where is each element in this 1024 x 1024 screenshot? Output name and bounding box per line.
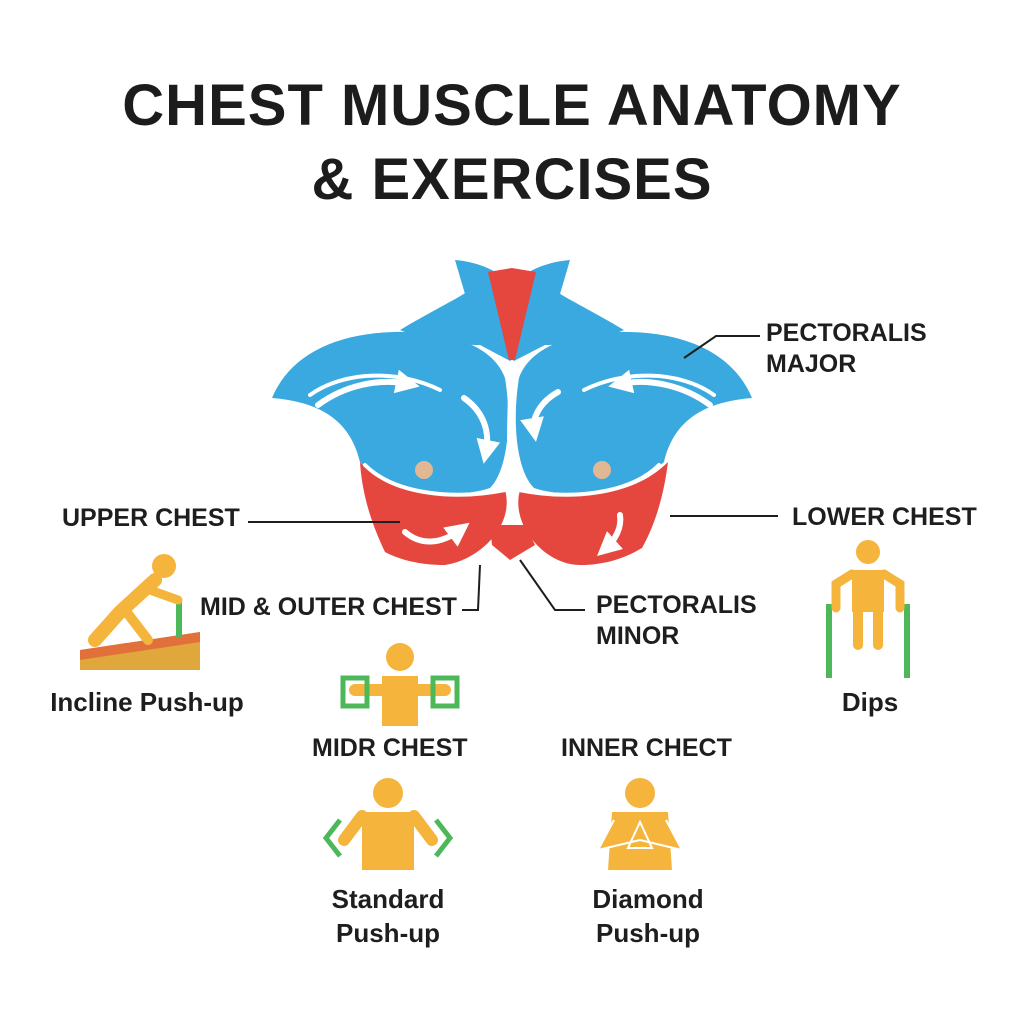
label-pectoralis-minor: PECTORALIS MINOR (596, 590, 757, 652)
diamond-pushup-icon (596, 778, 684, 870)
label-midr-chest: MIDR CHEST (312, 734, 468, 762)
incline-pushup-icon (80, 554, 200, 670)
label-pectoralis-minor-line-2: MINOR (596, 622, 680, 650)
caption-standard-line-2: Push-up (336, 918, 440, 948)
direction-arrows (315, 369, 713, 556)
label-pectoralis-major: PECTORALIS MAJOR (766, 318, 927, 380)
caption-diamond-line-1: Diamond (592, 884, 704, 914)
right-nipple (593, 461, 611, 479)
page-title-line-1: CHEST MUSCLE ANATOMY (122, 73, 902, 138)
left-nipple (415, 461, 433, 479)
dips-icon (826, 540, 910, 678)
label-pectoralis-major-line-2: MAJOR (766, 350, 857, 378)
leader-lines (248, 335, 778, 611)
caption-standard-pushup: Standard Push-up (318, 882, 458, 950)
label-lower-chest: LOWER CHEST (792, 503, 977, 531)
page-title-line-2: & EXERCISES (311, 147, 713, 212)
muscle-contours (308, 360, 716, 502)
pectoralis-minor-muscle (360, 462, 668, 565)
caption-incline-pushup: Incline Push-up (50, 687, 244, 717)
caption-standard-line-1: Standard (331, 884, 445, 914)
label-mid-outer-chest: MID & OUTER CHEST (200, 593, 457, 621)
label-upper-chest: UPPER CHEST (62, 504, 240, 532)
label-pectoralis-minor-line-1: PECTORALIS (596, 591, 757, 619)
label-inner-chect: INNER CHECT (561, 734, 732, 762)
caption-diamond-line-2: Push-up (596, 918, 700, 948)
standard-pushup-icon (322, 778, 454, 870)
caption-dips: Dips (841, 687, 899, 717)
caption-diamond-pushup: Diamond Push-up (578, 882, 718, 950)
pectoralis-major-muscle (272, 260, 752, 494)
midr-chest-icon (340, 643, 460, 726)
label-pectoralis-major-line-1: PECTORALIS (766, 319, 927, 347)
